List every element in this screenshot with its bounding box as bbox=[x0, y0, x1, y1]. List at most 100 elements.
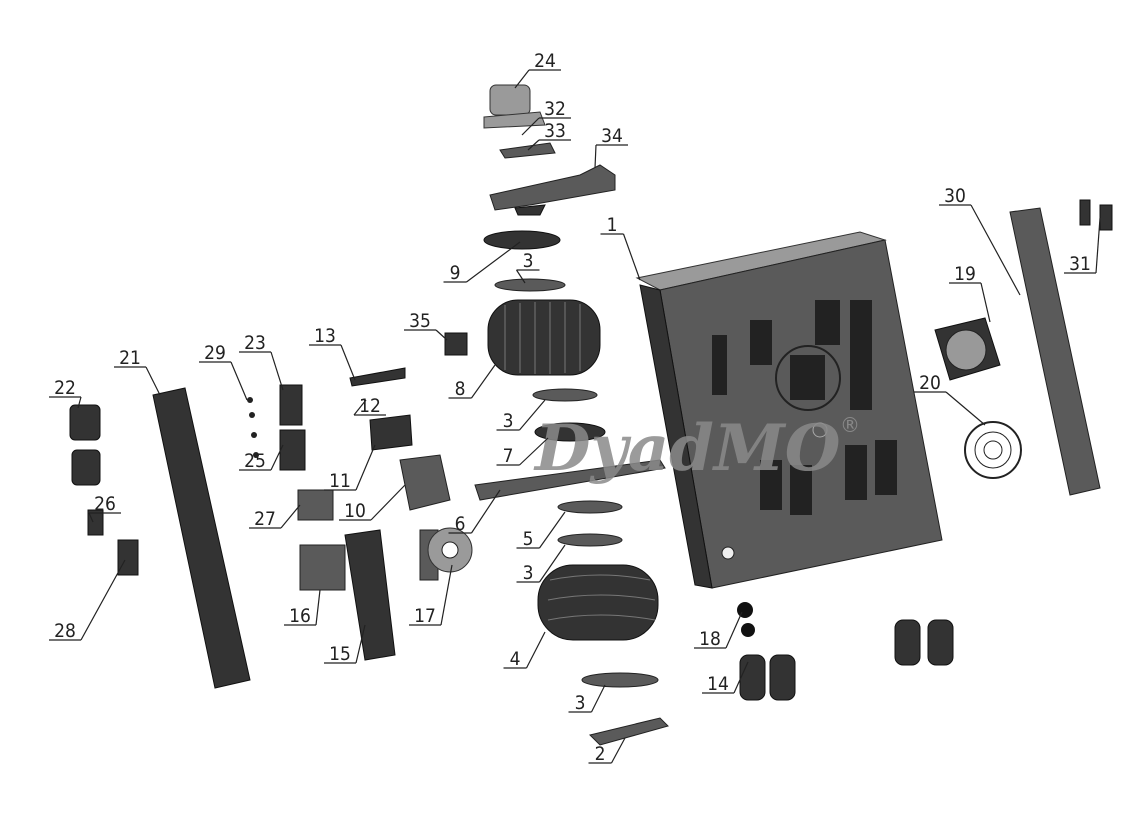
callout-number: 10 bbox=[344, 500, 366, 522]
part-27 bbox=[297, 489, 334, 521]
leader-line bbox=[77, 396, 82, 409]
leader-line bbox=[590, 684, 606, 713]
part-34b bbox=[514, 204, 546, 216]
watermark-logo: DyadMO bbox=[533, 411, 841, 486]
part-5 bbox=[557, 500, 623, 514]
callout-7: 7 bbox=[496, 437, 549, 467]
callout-4: 4 bbox=[503, 631, 546, 670]
callout-11: 11 bbox=[324, 444, 376, 492]
leader-line bbox=[514, 69, 530, 89]
callout-number: 28 bbox=[54, 620, 76, 642]
part-35 bbox=[444, 332, 468, 356]
callout-number: 26 bbox=[94, 493, 116, 515]
callout-35: 35 bbox=[404, 310, 448, 341]
part-25 bbox=[279, 429, 306, 471]
callout-number: 2 bbox=[595, 743, 606, 765]
callout-number: 33 bbox=[544, 120, 566, 142]
leader-line bbox=[353, 399, 367, 416]
part-17 bbox=[419, 527, 473, 581]
callout-number: 25 bbox=[244, 450, 266, 472]
part-3d bbox=[581, 672, 659, 688]
part-26 bbox=[87, 509, 104, 536]
leader-line bbox=[521, 117, 540, 136]
callout-number: 20 bbox=[919, 372, 941, 394]
leader-line bbox=[527, 139, 540, 151]
callout-number: 34 bbox=[601, 125, 623, 147]
callout-number: 3 bbox=[523, 250, 534, 272]
leader-line bbox=[270, 351, 284, 391]
callout-27: 27 bbox=[249, 504, 301, 530]
callout-number: 8 bbox=[455, 378, 466, 400]
leader-line bbox=[733, 661, 749, 694]
callout-number: 32 bbox=[544, 98, 566, 120]
callout-5: 5 bbox=[516, 511, 566, 550]
part-15 bbox=[344, 529, 396, 661]
leader-line bbox=[594, 144, 597, 169]
callout-number: 30 bbox=[944, 185, 966, 207]
leader-line bbox=[80, 559, 126, 641]
callout-number: 11 bbox=[329, 470, 351, 492]
callout-number: 3 bbox=[523, 562, 534, 584]
part-16 bbox=[299, 544, 346, 591]
callout-10: 10 bbox=[339, 484, 406, 522]
callout-number: 15 bbox=[329, 643, 351, 665]
callout-16: 16 bbox=[284, 589, 321, 627]
callout-25: 25 bbox=[239, 444, 284, 472]
callout-15: 15 bbox=[324, 624, 366, 665]
leader-line bbox=[230, 361, 248, 401]
leader-line bbox=[970, 204, 1021, 296]
part-19-fan bbox=[934, 317, 1001, 381]
leader-line bbox=[440, 564, 453, 626]
callout-32: 32 bbox=[521, 98, 571, 136]
leader-line bbox=[519, 437, 549, 466]
part-13 bbox=[349, 367, 406, 387]
callout-number: 35 bbox=[409, 310, 431, 332]
callout-28: 28 bbox=[49, 559, 126, 642]
callout-3: 3 bbox=[516, 544, 566, 584]
callout-3: 3 bbox=[568, 684, 606, 714]
callout-22: 22 bbox=[49, 377, 82, 409]
callout-number: 14 bbox=[707, 673, 729, 695]
callout-number: 3 bbox=[503, 410, 514, 432]
callout-number: 4 bbox=[510, 648, 521, 670]
callout-number: 13 bbox=[314, 325, 336, 347]
part-3c bbox=[557, 533, 623, 547]
leader-line bbox=[980, 282, 991, 323]
part-31a bbox=[1079, 199, 1091, 226]
leader-line bbox=[471, 364, 496, 399]
leader-line bbox=[525, 631, 546, 669]
callout-number: 22 bbox=[54, 377, 76, 399]
part-14-casters bbox=[739, 619, 954, 701]
callout-13: 13 bbox=[309, 325, 356, 381]
leader-line bbox=[435, 329, 448, 341]
part-3b bbox=[532, 388, 598, 402]
callout-number: 21 bbox=[119, 347, 141, 369]
part-22a bbox=[69, 404, 101, 441]
leader-line bbox=[470, 489, 501, 534]
callout-2: 2 bbox=[588, 737, 626, 765]
part-18a bbox=[737, 602, 753, 618]
callout-33: 33 bbox=[527, 120, 571, 151]
leader-line bbox=[88, 512, 94, 523]
part-29-screws bbox=[247, 397, 259, 458]
callout-3: 3 bbox=[496, 399, 546, 432]
callout-number: 5 bbox=[523, 528, 534, 550]
callout-18: 18 bbox=[694, 611, 743, 650]
part-cabinet bbox=[635, 231, 943, 589]
callout-number: 7 bbox=[503, 445, 514, 467]
callout-21: 21 bbox=[114, 347, 161, 396]
leader-line bbox=[315, 589, 321, 626]
part-6 bbox=[474, 459, 666, 501]
leader-line bbox=[340, 344, 356, 381]
parts bbox=[69, 84, 1113, 746]
part-24 bbox=[483, 84, 546, 129]
leader-line bbox=[519, 399, 546, 431]
callout-number: 12 bbox=[359, 395, 381, 417]
part-11 bbox=[369, 414, 413, 451]
callout-number: 18 bbox=[699, 628, 721, 650]
callout-1: 1 bbox=[600, 214, 641, 281]
callout-26: 26 bbox=[88, 493, 121, 523]
leader-line bbox=[1095, 217, 1101, 274]
part-31b bbox=[1099, 204, 1113, 231]
